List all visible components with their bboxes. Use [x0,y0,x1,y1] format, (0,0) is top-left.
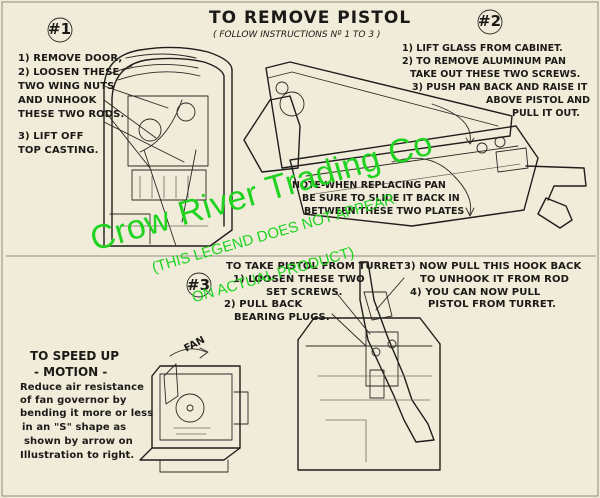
speed-line-1: Reduce air resistance [20,382,145,393]
speed-line-6: Illustration to right. [20,450,135,461]
step2-line-1: 1) LIFT GLASS FROM CABINET. [402,43,563,54]
step2-line-5: ABOVE PISTOL AND [486,95,591,106]
step1-lift-2: TOP CASTING. [18,145,99,156]
step1-lift-1: 3) LIFT OFF [18,131,84,142]
step1-line-5: THESE TWO RODS. [18,109,125,120]
step-badges [47,9,503,298]
page-subtitle: ( FOLLOW INSTRUCTIONS Nº 1 TO 3 ) [213,30,381,40]
step2-note-2: BE SURE TO SLIDE IT BACK IN [302,193,460,204]
step2-note-3: BETWEEN THESE TWO PLATES [304,206,465,217]
step1-line-3: TWO WING NUTS [18,81,115,92]
step1-badge: #1 [48,20,72,38]
step3-left-2: 1) LOOSEN THESE TWO [233,274,365,285]
step2-badge: #2 [478,12,502,30]
speed-heading-1: TO SPEED UP [30,349,120,363]
step3-badge: #3 [187,276,211,294]
illustration-turret [297,261,441,471]
speed-line-2: of fan governor by [20,395,127,406]
step1-line-2: 2) LOOSEN THESE [18,67,120,78]
step2-note-1: NOTE-WHEN REPLACING PAN [292,180,446,191]
speed-line-5: shown by arrow on [24,436,133,447]
speed-heading-2: - MOTION - [34,365,108,379]
step3-right-1: 3) NOW PULL THIS HOOK BACK [404,261,582,272]
step1-line-1: 1) REMOVE DOOR, [18,53,123,64]
step2-line-4: 3) PUSH PAN BACK AND RAISE IT [412,82,588,93]
illustration-pan [243,61,587,229]
step3-right-3: 4) YOU CAN NOW PULL [410,287,541,298]
speed-line-4: in an "S" shape as [22,422,127,433]
step2-line-6: PULL IT OUT. [512,108,580,119]
step3-right-2: TO UNHOOK IT FROM ROD [420,274,569,285]
step3-left-1: TO TAKE PISTOL FROM TURRET [226,261,404,272]
speed-line-3: bending it more or less [20,408,154,419]
step3-left-3: SET SCREWS. [266,287,343,298]
step3-left-4: 2) PULL BACK [224,299,303,310]
step2-line-2: 2) TO REMOVE ALUMINUM PAN [402,56,566,67]
step2-line-3: TAKE OUT THESE TWO SCREWS. [410,69,581,80]
page-title: TO REMOVE PISTOL [209,8,412,28]
illustration-fan [139,347,249,473]
step1-line-4: AND UNHOOK [18,95,97,106]
step3-right-4: PISTOL FROM TURRET. [428,299,557,310]
illustration-cabinet [103,46,233,247]
step3-left-5: BEARING PLUGS. [234,312,330,323]
